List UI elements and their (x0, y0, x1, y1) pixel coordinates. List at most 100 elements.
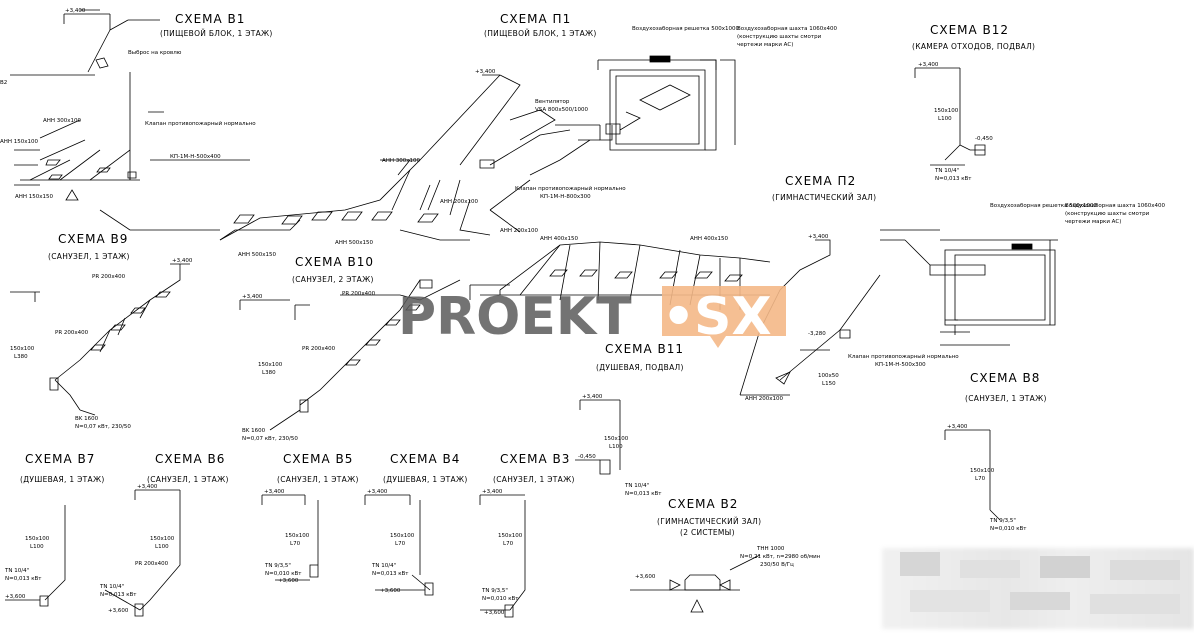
scheme-p1-title: СХЕМА П1 (500, 12, 571, 26)
label-v5-n: N=0,010 кВт (265, 571, 302, 577)
label-v10-duct: 150x100 (258, 362, 283, 368)
scheme-v8-title: СХЕМА В8 (970, 371, 1040, 385)
scheme-v7-drawing (5, 505, 66, 607)
label-v2a-duct: 150x100 (604, 436, 629, 442)
label-v3-duct: 150x100 (498, 533, 523, 539)
scheme-v12-title: СХЕМА В12 (930, 23, 1009, 37)
level-p2-low: -3,280 (808, 331, 826, 337)
label-vsa: VSA 800x500/1000 (535, 107, 588, 113)
label-anh150: АНН 150x100 (0, 139, 39, 145)
level-v4: +3,400 (367, 489, 388, 495)
label-v2-n: N=0,21 кВт, n=2980 об/мин (740, 554, 821, 560)
blurred-block (1090, 594, 1180, 614)
label-anh500-1: АНН 500x150 (238, 252, 277, 258)
scheme-v1-subtitle: (ПИЩЕВОЙ БЛОК, 1 ЭТАЖ) (160, 29, 273, 38)
blurred-block (900, 552, 940, 576)
label-anh300: АНН 300x100 (43, 118, 82, 124)
level-v1: +3,400 (65, 8, 86, 14)
label-anh400-1: АНН 400x150 (540, 236, 579, 242)
scheme-v11-subtitle: (ДУШЕВАЯ, ПОДВАЛ) (596, 363, 684, 372)
scheme-v5-drawing (261, 494, 319, 581)
label-v9-pr: PR 200x400 (92, 274, 126, 280)
level-v12: +3,400 (918, 62, 939, 68)
label-v10-vk: BK 1600 (242, 428, 266, 434)
scheme-v7-title: СХЕМА В7 (25, 452, 95, 466)
watermark-dot: • (662, 287, 695, 347)
label-v9-vk: BK 1600 (75, 416, 99, 422)
watermark-badge (662, 286, 786, 348)
scheme-v2-subtitle: (ГИМНАСТИЧЕСКИЙ ЗАЛ) (657, 517, 761, 526)
scheme-v3-title: СХЕМА В3 (500, 452, 570, 466)
level-v2: +3,600 (635, 574, 656, 580)
scheme-v6-drawing (104, 489, 181, 617)
scheme-v10-title: СХЕМА В10 (295, 255, 374, 269)
level-v2a-low: -0,450 (578, 454, 596, 460)
label-v8-duct: 150x100 (970, 468, 995, 474)
label-anh500-2: АНН 500x150 (335, 240, 374, 246)
label-klapan-p2: Клапан противопожарный нормально (848, 353, 959, 360)
scheme-v12-drawing (914, 67, 986, 166)
scheme-v9-subtitle: (САНУЗЕЛ, 1 ЭТАЖ) (48, 252, 130, 261)
scheme-v1-title: СХЕМА В1 (175, 12, 245, 26)
label-klapan-v1-kp: КП-1М-Н-500x400 (170, 154, 221, 160)
level-v7: +3,600 (5, 594, 26, 600)
label-klapan-p1-kp: КП-1М-Н-800x300 (540, 194, 591, 200)
level-v5-low: +3,600 (278, 578, 299, 584)
level-v6-low: +3,600 (108, 608, 129, 614)
label-konstr2: (конструкцию шахты смотри (1065, 211, 1150, 217)
label-v12-duct: 150x100 (934, 108, 959, 114)
label-v8-tn: TN 9/3,5" (989, 518, 1016, 524)
level-v9: +3,400 (172, 258, 193, 264)
level-v10: +3,400 (242, 294, 263, 300)
scheme-v10-drawing (239, 279, 461, 431)
label-v12-tn: TN 10/4" (934, 168, 959, 174)
blurred-block (1040, 556, 1090, 578)
label-v9-pr2: PR 200x400 (55, 330, 89, 336)
label-v8-len: L70 (975, 476, 986, 482)
scheme-v3-subtitle: (САНУЗЕЛ, 1 ЭТАЖ) (493, 475, 575, 484)
label-v7-len: L100 (30, 544, 44, 550)
label-vbros: Выброс на кровлю (128, 50, 182, 56)
scheme-v2-subtitle-2: (2 СИСТЕМЫ) (680, 528, 735, 537)
scheme-v9-drawing (10, 263, 190, 416)
label-v4-len: L70 (395, 541, 406, 547)
label-anh200-1: АНН 200x100 (440, 199, 479, 205)
blurred-block (1010, 592, 1070, 610)
label-v4-tn: TN 10/4" (371, 563, 396, 569)
blurred-block (1110, 560, 1180, 580)
label-v7-tn: TN 10/4" (4, 568, 29, 574)
label-v6-duct: 150x100 (150, 536, 175, 542)
scheme-v2-drawing (575, 399, 761, 613)
label-p2-duct: 100x50 (818, 373, 839, 379)
scheme-v3-drawing (479, 494, 526, 618)
scheme-p2-drawing (739, 229, 1058, 396)
label-v5-len: L70 (290, 541, 301, 547)
watermark-right-text: SX (694, 287, 772, 347)
label-v1-fan: B2 (0, 80, 7, 86)
label-klapan-p2-kp: КП-1М-Н-500x300 (875, 362, 926, 368)
label-klapan-p1: Клапан противопожарный нормально (515, 185, 626, 192)
level-v3-low: +3,600 (484, 610, 505, 616)
scheme-p1-subtitle: (ПИЩЕВОЙ БЛОК, 1 ЭТАЖ) (484, 29, 597, 38)
scheme-v5-subtitle: (САНУЗЕЛ, 1 ЭТАЖ) (277, 475, 359, 484)
label-v9-duct: 150x100 (10, 346, 35, 352)
level-v3: +3,400 (482, 489, 503, 495)
label-v3-len: L70 (503, 541, 514, 547)
level-v12-low: -0,450 (975, 136, 993, 142)
label-v2a-tn: TN 10/4" (624, 483, 649, 489)
label-p2-len: L150 (822, 381, 836, 387)
label-v4-n: N=0,013 кВт (372, 571, 409, 577)
label-vozd-r2: Воздухозаборная решетка 500x1000 (990, 203, 1097, 209)
label-v5-duct: 150x100 (285, 533, 310, 539)
label-v10-n: N=0,07 кВт, 230/50 (242, 436, 298, 442)
scheme-v1-drawing (10, 9, 250, 231)
label-v8-n: N=0,010 кВт (990, 526, 1027, 532)
label-v10-len: L380 (262, 370, 276, 376)
label-v9-len: L380 (14, 354, 28, 360)
watermark: PROEKT • SX (398, 286, 786, 348)
label-v12-len: L100 (938, 116, 952, 122)
label-v6-pr: PR 200x400 (135, 561, 169, 567)
scheme-p2-title: СХЕМА П2 (785, 174, 856, 188)
label-v10-pr: PR 200x400 (342, 291, 376, 297)
